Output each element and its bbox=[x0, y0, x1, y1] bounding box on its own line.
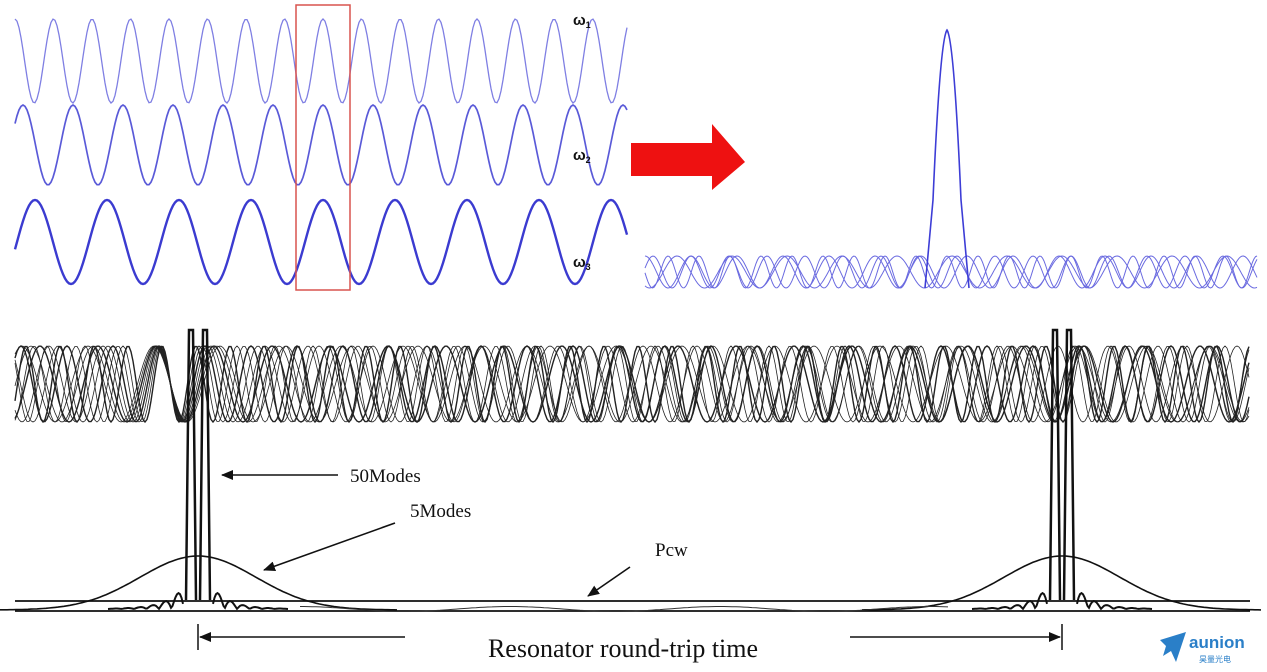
arrow-pcw bbox=[587, 566, 631, 597]
low-ripple bbox=[300, 606, 949, 612]
arrow-5modes bbox=[263, 522, 396, 571]
wave-omega1 bbox=[14, 18, 628, 104]
sine-waves-group bbox=[13, 18, 629, 286]
pulse-5modes-left bbox=[0, 555, 398, 611]
oscillation-line bbox=[14, 345, 1250, 423]
oscillation-band bbox=[14, 345, 1250, 424]
ringing-right bbox=[971, 591, 1153, 611]
pulse-50modes-left bbox=[184, 328, 212, 601]
omega1-label: ω1 bbox=[573, 12, 591, 30]
omega2-label: ω2 bbox=[573, 147, 591, 165]
brand-logo: aunion 昊量光电 bbox=[1160, 632, 1245, 664]
oscillation-line bbox=[14, 345, 1250, 423]
logo-text: aunion bbox=[1189, 633, 1245, 652]
omega3-label: ω3 bbox=[573, 254, 591, 272]
mode-lock-trace-group bbox=[0, 328, 1262, 612]
wave-omega3 bbox=[13, 198, 629, 286]
label-roundtrip: Resonator round-trip time bbox=[488, 634, 758, 663]
label-pcw: Pcw bbox=[655, 540, 688, 561]
pulse-50modes-right bbox=[1048, 328, 1076, 601]
label-5modes: 5Modes bbox=[410, 501, 471, 522]
logo-subtext: 昊量光电 bbox=[1199, 654, 1231, 664]
superposition-group bbox=[644, 28, 1258, 289]
ringing-left bbox=[107, 591, 289, 611]
phase-highlight-box bbox=[295, 4, 351, 291]
oscillation-line bbox=[14, 345, 1250, 423]
paper-plane-icon bbox=[1160, 632, 1186, 662]
oscillation-line bbox=[14, 345, 1250, 424]
pulse-peak bbox=[924, 28, 970, 289]
label-50modes: 50Modes bbox=[350, 466, 421, 487]
oscillation-line bbox=[14, 345, 1250, 423]
red-arrow-icon bbox=[631, 124, 745, 190]
wave-omega2 bbox=[14, 103, 628, 186]
